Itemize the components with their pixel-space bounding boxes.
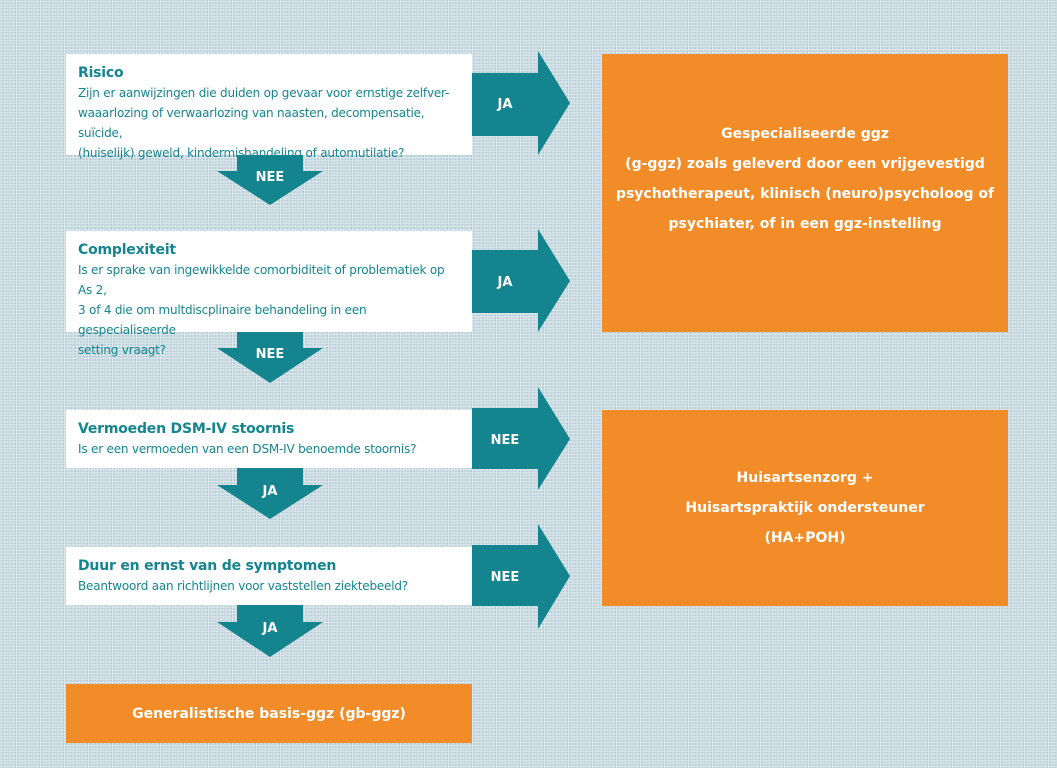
outcome-line: (HA+POH) [764, 530, 846, 546]
arrow-shape [472, 229, 570, 332]
question-title: Vermoeden DSM-IV stoornis [78, 421, 295, 437]
arrow-label: NEE [491, 433, 520, 448]
question-box-dsm-iv: Vermoeden DSM-IV stoornis Is er een verm… [66, 410, 472, 468]
arrow-shape [472, 51, 570, 155]
outcome-label: Generalistische basis-ggz (gb-ggz) [132, 705, 406, 722]
question-text: Is er sprake van ingewikkelde comorbidit… [78, 260, 460, 360]
arrow-shape [217, 605, 323, 657]
outcome-line: (g-ggz) zoals geleverd door een vrijgeve… [625, 156, 985, 172]
outcome-line: psychiater, of in een ggz-instelling [668, 216, 942, 232]
question-text: Beantwoord aan richtlijnen voor vaststel… [78, 576, 460, 596]
outcome-huisartsenzorg: Huisartsenzorg + Huisartspraktijk onders… [602, 410, 1008, 606]
question-text: Is er een vermoeden van een DSM-IV benoe… [78, 439, 460, 459]
question-line: waaarlozing of verwaarlozing van naasten… [78, 106, 425, 140]
arrow-shape [472, 387, 570, 490]
question-line: Beantwoord aan richtlijnen voor vaststel… [78, 579, 408, 593]
question-line: Is er een vermoeden van een DSM-IV benoe… [78, 442, 417, 456]
arrow-label: JA [497, 275, 513, 290]
arrow-label: NEE [491, 570, 520, 585]
question-title: Duur en ernst van de symptomen [78, 558, 337, 574]
outcome-line: Huisartspraktijk ondersteuner [685, 500, 925, 516]
outcome-specialised-ggz: Gespecialiseerde ggz (g-ggz) zoals gelev… [602, 54, 1008, 332]
arrow-label: JA [262, 484, 278, 499]
outcome-basis-ggz: Generalistische basis-ggz (gb-ggz) [66, 684, 472, 743]
question-line: 3 of 4 die om multdiscplinaire behandeli… [78, 303, 367, 337]
question-text: Zijn er aanwijzingen die duiden op gevaa… [78, 83, 460, 163]
right-arrow-duur-ernst: NEE [472, 524, 570, 629]
outcome-line: psychotherapeut, klinisch (neuro)psychol… [615, 186, 995, 202]
down-arrow-3: JA [217, 468, 323, 519]
question-box-complexiteit: Complexiteit Is er sprake van ingewikkel… [66, 231, 472, 357]
outcome-line: Huisartsenzorg + [736, 470, 874, 486]
down-arrow-4: JA [217, 605, 323, 657]
question-box-risico: Risico Zijn er aanwijzingen die duiden o… [66, 54, 472, 160]
question-box-duur-ernst: Duur en ernst van de symptomen Beantwoor… [66, 547, 472, 605]
question-line: Is er sprake van ingewikkelde comorbidit… [78, 263, 445, 297]
right-arrow-risico: JA [472, 51, 570, 155]
right-arrow-dsm-iv: NEE [472, 387, 570, 490]
arrow-label: JA [497, 97, 513, 112]
right-arrow-complexiteit: JA [472, 229, 570, 332]
arrow-label: JA [262, 621, 278, 636]
arrow-label: NEE [256, 170, 285, 185]
arrow-shape [472, 524, 570, 629]
question-line: Zijn er aanwijzingen die duiden op gevaa… [78, 86, 450, 100]
question-line: setting vraagt? [78, 343, 166, 357]
question-line: (huiselijk) geweld, kindermishandeling o… [78, 146, 405, 160]
question-title: Complexiteit [78, 242, 176, 258]
outcome-line: Gespecialiseerde ggz [721, 126, 889, 142]
arrow-shape [217, 468, 323, 519]
question-title: Risico [78, 65, 124, 81]
